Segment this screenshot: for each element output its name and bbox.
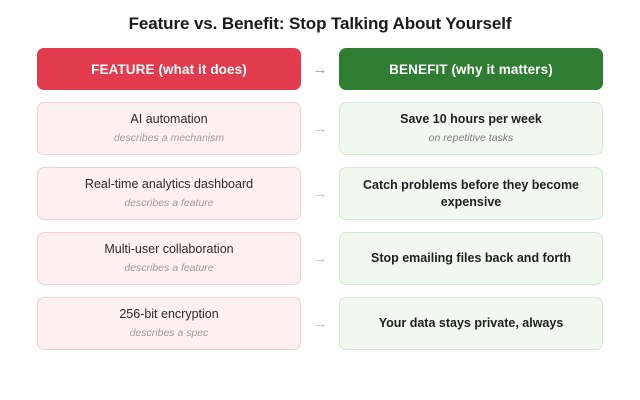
- benefit-card: Save 10 hours per week on repetitive tas…: [339, 102, 603, 155]
- comparison-row: Multi-user collaboration describes a fea…: [37, 232, 603, 285]
- row-arrow-icon: →: [312, 185, 328, 202]
- header-row: FEATURE (what it does) → BENEFIT (why it…: [37, 48, 603, 90]
- feature-card-subtitle: describes a spec: [129, 327, 209, 340]
- row-arrow-icon: →: [312, 315, 328, 332]
- header-arrow-icon: →: [312, 60, 328, 78]
- comparison-grid: FEATURE (what it does) → BENEFIT (why it…: [0, 48, 640, 350]
- benefit-card: Stop emailing files back and forth: [339, 232, 603, 285]
- benefit-card-title: Stop emailing files back and forth: [370, 251, 572, 266]
- benefit-column-header: BENEFIT (why it matters): [339, 48, 603, 90]
- benefit-card: Your data stays private, always: [339, 297, 603, 350]
- feature-card-title: Real-time analytics dashboard: [84, 177, 254, 192]
- feature-card-subtitle: describes a mechanism: [113, 132, 225, 145]
- page-title: Feature vs. Benefit: Stop Talking About …: [128, 14, 512, 33]
- benefit-card: Catch problems before they become expens…: [339, 167, 603, 220]
- feature-card-subtitle: describes a feature: [124, 262, 214, 275]
- comparison-row: 256-bit encryption describes a spec → Yo…: [37, 297, 603, 350]
- feature-column-header: FEATURE (what it does): [37, 48, 301, 90]
- benefit-card-title: Save 10 hours per week: [400, 112, 542, 127]
- feature-card: 256-bit encryption describes a spec: [37, 297, 301, 350]
- feature-card: Real-time analytics dashboard describes …: [37, 167, 301, 220]
- row-arrow-icon: →: [312, 120, 328, 137]
- feature-card-title: 256-bit encryption: [119, 307, 219, 322]
- row-arrow-icon: →: [312, 250, 328, 267]
- benefit-card-subtitle: on repetitive tasks: [428, 132, 514, 145]
- comparison-row: Real-time analytics dashboard describes …: [37, 167, 603, 220]
- feature-card-title: Multi-user collaboration: [104, 242, 234, 257]
- feature-card: Multi-user collaboration describes a fea…: [37, 232, 301, 285]
- benefit-card-title: Your data stays private, always: [378, 316, 564, 331]
- feature-card: AI automation describes a mechanism: [37, 102, 301, 155]
- benefit-header-label: BENEFIT (why it matters): [389, 61, 553, 77]
- benefit-card-title: Catch problems before they become expens…: [362, 177, 580, 209]
- comparison-row: AI automation describes a mechanism → Sa…: [37, 102, 603, 155]
- feature-card-title: AI automation: [130, 112, 208, 127]
- feature-card-subtitle: describes a feature: [124, 197, 214, 210]
- feature-header-label: FEATURE (what it does): [91, 61, 247, 77]
